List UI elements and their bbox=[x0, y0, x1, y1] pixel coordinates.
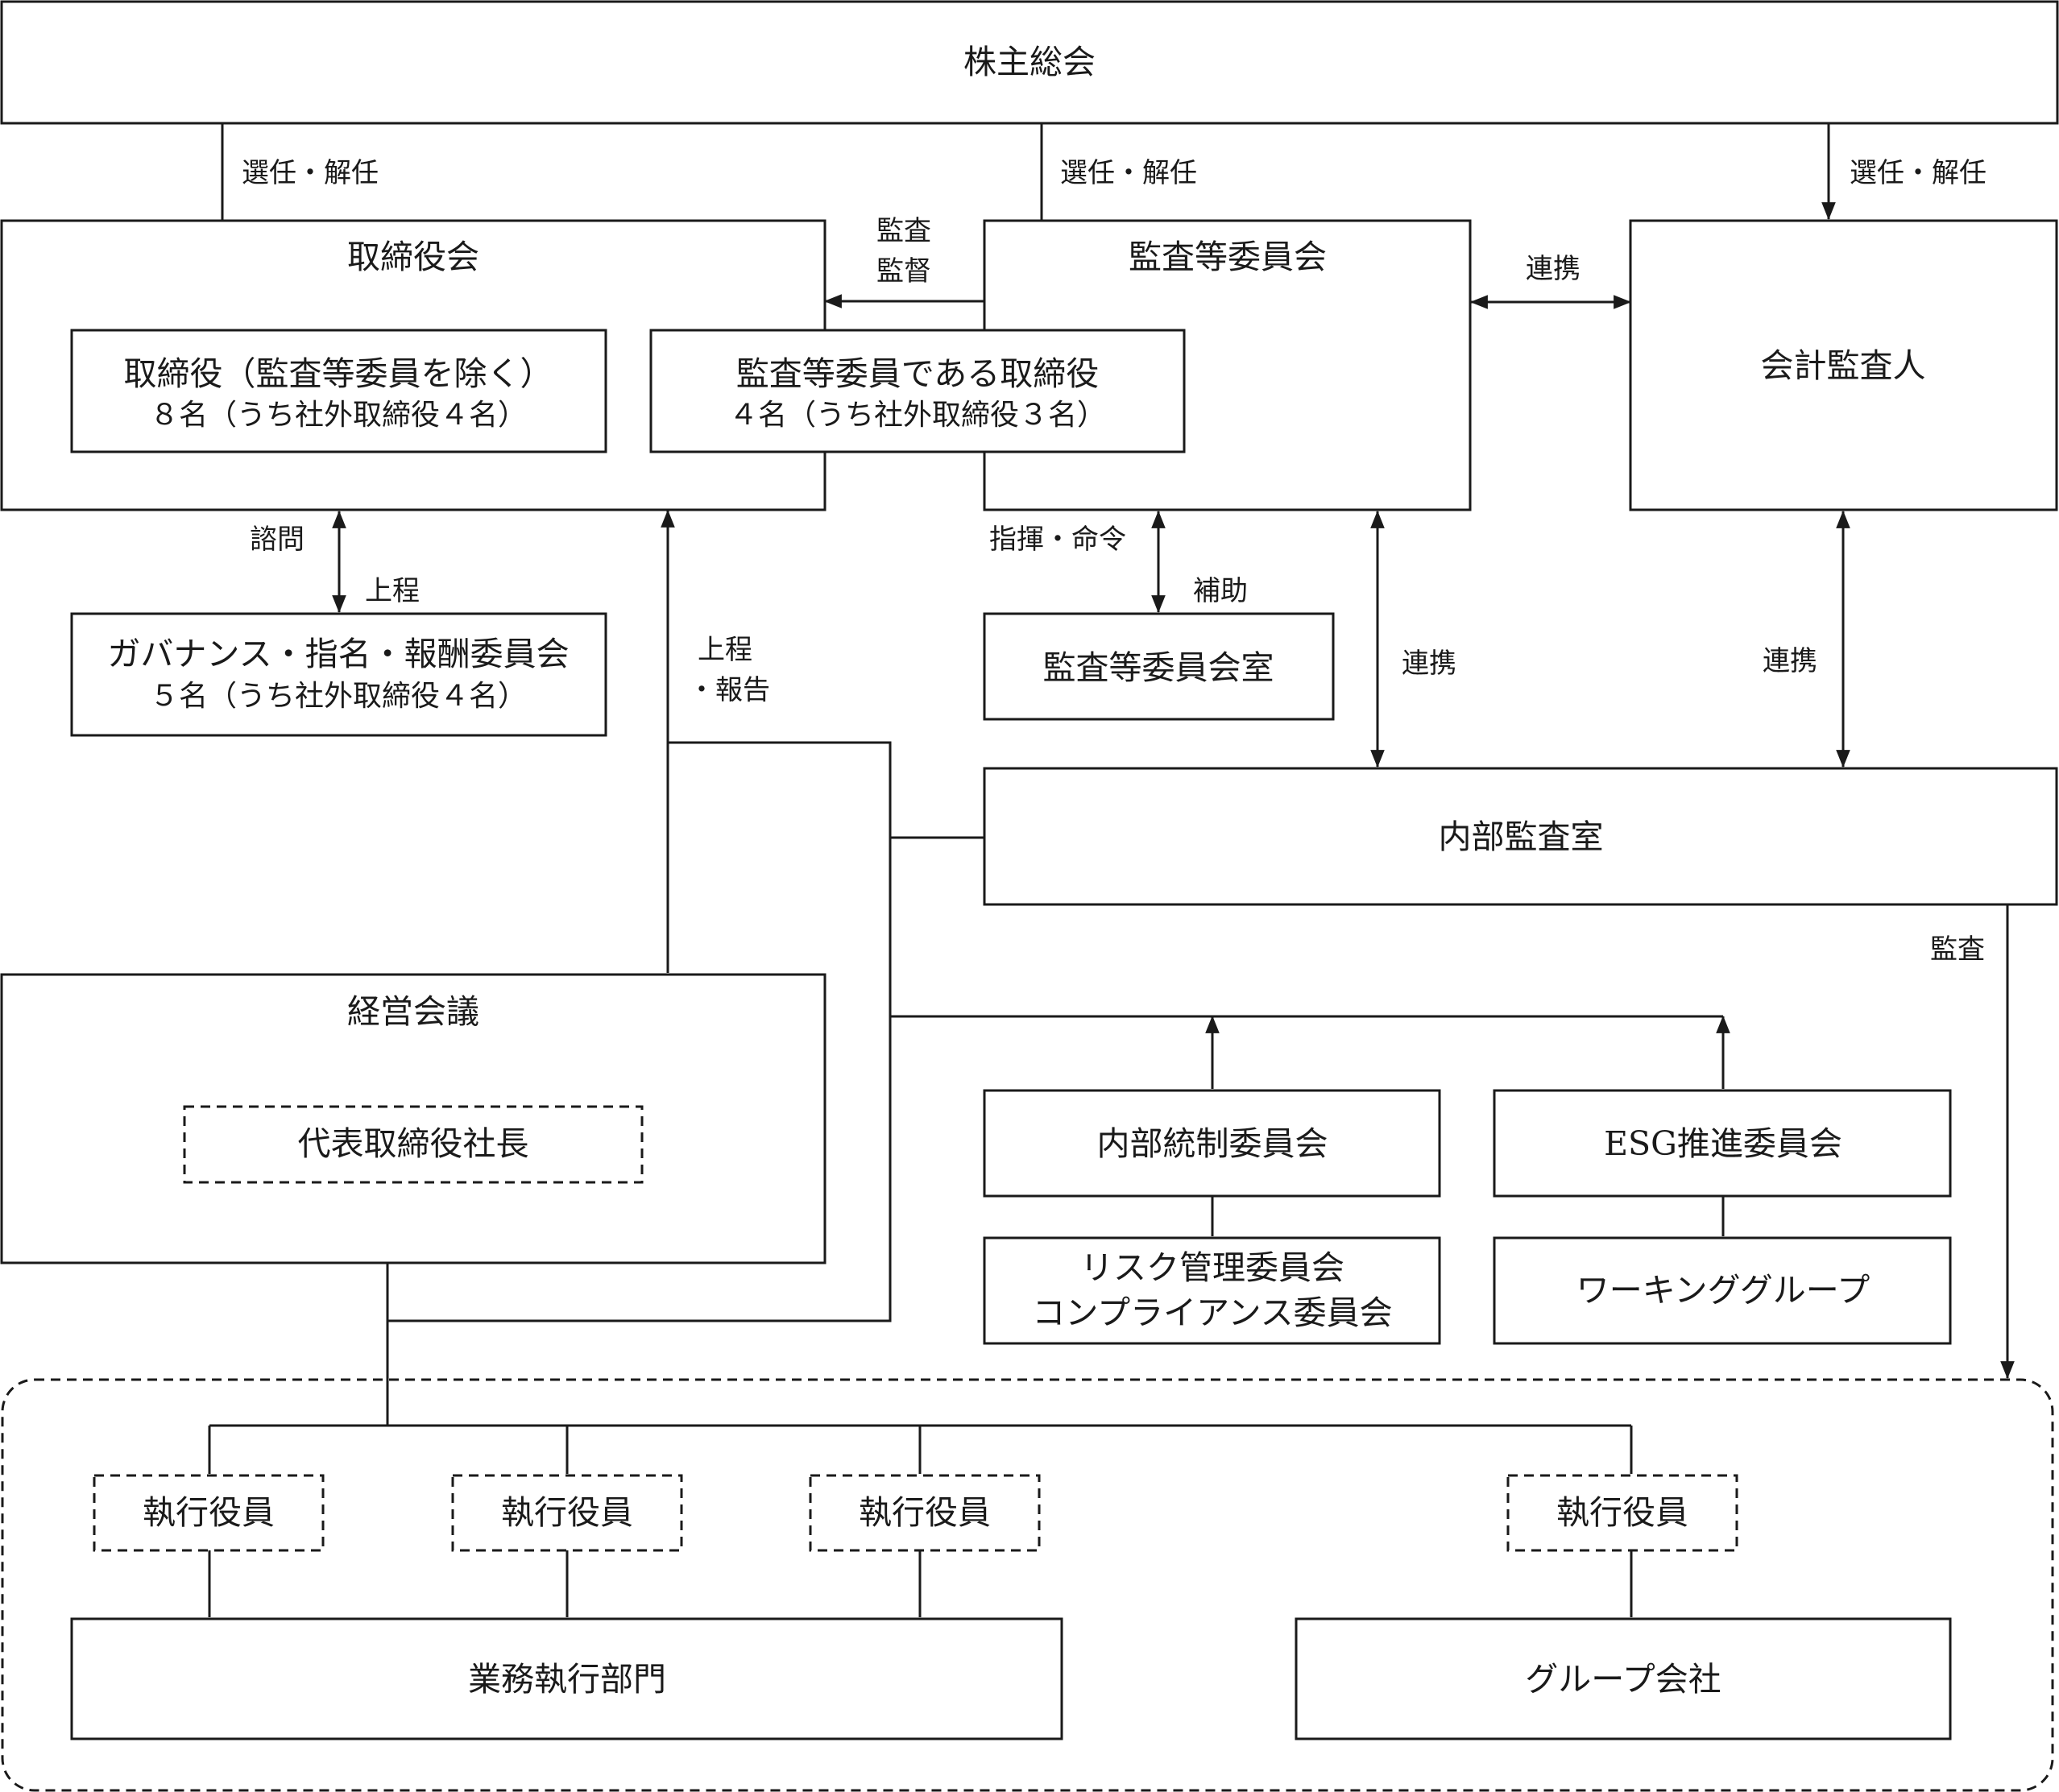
label-consult: 諮問 bbox=[250, 524, 304, 556]
president-label: 代表取締役社長 bbox=[298, 1124, 529, 1163]
box-shareholders-meeting: 株主総会 bbox=[0, 0, 2059, 125]
box-accounting-auditor: 会計監査人 bbox=[1629, 219, 2058, 511]
box-ac-office: 監査等委員会室 bbox=[983, 612, 1335, 721]
compliance-committee-label: コンプライアンス委員会 bbox=[1032, 1293, 1392, 1332]
directors-label: 取締役（監査等委員を除く） bbox=[124, 354, 553, 393]
label-submit-report-1: 上程 bbox=[698, 634, 752, 666]
business-division-label: 業務執行部門 bbox=[468, 1660, 666, 1699]
box-working-group: ワーキンググループ bbox=[1493, 1236, 1952, 1345]
box-ac-directors: 監査等委員である取締役 ４名（うち社外取締役３名） bbox=[649, 329, 1186, 453]
label-coop-3: 連携 bbox=[1763, 645, 1817, 677]
box-officer-1: 執行役員 bbox=[93, 1474, 325, 1552]
label-submit-report-2: ・報告 bbox=[688, 674, 770, 706]
gov-committee-count: ５名（うち社外取締役４名） bbox=[150, 680, 527, 713]
box-management-meeting: 経営会議 代表取締役社長 bbox=[0, 973, 826, 1264]
board-label: 取締役会 bbox=[347, 238, 479, 276]
label-audit-execution: 監査 bbox=[1930, 933, 1985, 966]
box-business-division: 業務執行部門 bbox=[70, 1617, 1063, 1740]
esg-label: ESG推進委員会 bbox=[1604, 1124, 1842, 1163]
label-audit: 監査 bbox=[876, 215, 931, 247]
internal-control-label: 内部統制委員会 bbox=[1097, 1124, 1328, 1163]
label-supervise: 監督 bbox=[876, 255, 931, 288]
label-elect-2: 選任・解任 bbox=[1060, 157, 1197, 189]
working-group-label: ワーキンググループ bbox=[1576, 1271, 1870, 1310]
box-internal-control: 内部統制委員会 bbox=[983, 1089, 1441, 1198]
officer-2-label: 執行役員 bbox=[501, 1493, 633, 1532]
label-direct: 指揮・命令 bbox=[989, 524, 1126, 556]
label-coop-1: 連携 bbox=[1526, 253, 1580, 285]
label-elect-1: 選任・解任 bbox=[242, 157, 379, 189]
group-companies-label: グループ会社 bbox=[1525, 1660, 1721, 1699]
box-directors: 取締役（監査等委員を除く） ８名（うち社外取締役４名） bbox=[70, 329, 607, 453]
connectors bbox=[208, 123, 2015, 1617]
audit-committee-label: 監査等委員会 bbox=[1129, 238, 1327, 276]
box-audit-committee: 監査等委員会 bbox=[983, 219, 1472, 511]
directors-count: ８名（うち社外取締役４名） bbox=[150, 399, 527, 432]
box-group-companies: グループ会社 bbox=[1295, 1617, 1952, 1740]
box-officer-2: 執行役員 bbox=[451, 1474, 683, 1552]
box-officer-4: 執行役員 bbox=[1506, 1474, 1738, 1552]
label-assist: 補助 bbox=[1193, 575, 1248, 607]
ac-directors-label: 監査等委員である取締役 bbox=[736, 354, 1100, 393]
box-esg: ESG推進委員会 bbox=[1493, 1089, 1952, 1198]
label-elect-3: 選任・解任 bbox=[1850, 157, 1986, 189]
box-risk-compliance: リスク管理委員会 コンプライアンス委員会 bbox=[983, 1236, 1441, 1345]
edge-labels: 選任・解任 選任・解任 選任・解任 監査 監督 連携 諮問 上程 指揮・命令 補… bbox=[242, 157, 1986, 966]
internal-audit-label: 内部監査室 bbox=[1439, 817, 1604, 856]
management-meeting-label: 経営会議 bbox=[347, 992, 479, 1031]
risk-committee-label: リスク管理委員会 bbox=[1080, 1248, 1344, 1287]
gov-committee-label: ガバナンス・指名・報酬委員会 bbox=[107, 635, 569, 673]
label-coop-2: 連携 bbox=[1402, 648, 1456, 680]
label-submit: 上程 bbox=[365, 575, 420, 607]
box-officer-3: 執行役員 bbox=[809, 1474, 1041, 1552]
shareholders-meeting-label: 株主総会 bbox=[963, 43, 1096, 81]
box-internal-audit: 内部監査室 bbox=[983, 767, 2058, 906]
officer-4-label: 執行役員 bbox=[1556, 1493, 1688, 1532]
ac-directors-count: ４名（うち社外取締役３名） bbox=[729, 399, 1106, 432]
ac-office-label: 監査等委員会室 bbox=[1043, 648, 1274, 687]
line-report-bracket bbox=[387, 741, 892, 1322]
accounting-auditor-label: 会計監査人 bbox=[1761, 346, 1926, 385]
officer-1-label: 執行役員 bbox=[143, 1493, 275, 1532]
officer-3-label: 執行役員 bbox=[859, 1493, 991, 1532]
box-gov-committee: ガバナンス・指名・報酬委員会 ５名（うち社外取締役４名） bbox=[70, 612, 607, 737]
